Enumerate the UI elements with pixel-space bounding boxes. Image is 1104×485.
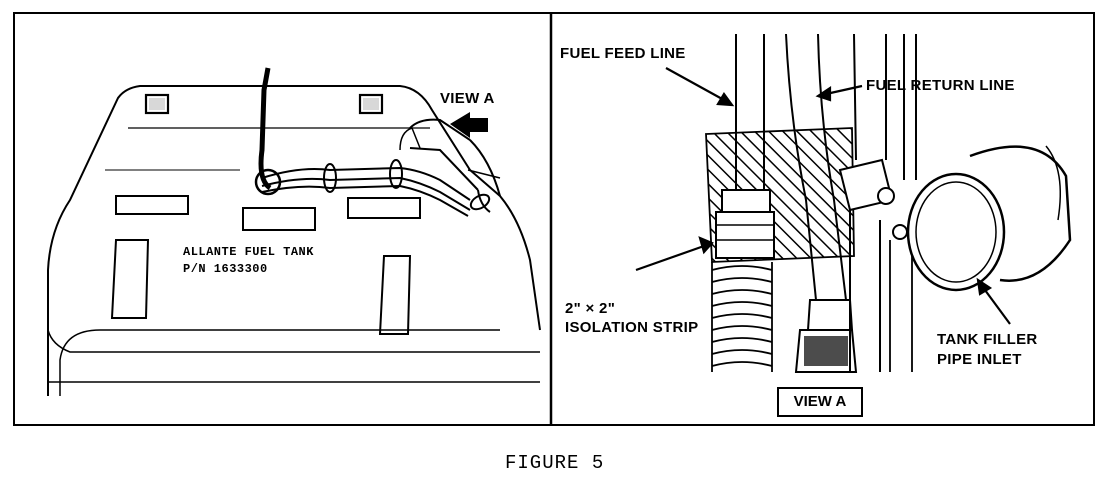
view-a-illustration (635, 33, 1072, 373)
figure-frame (13, 12, 1095, 426)
tank-filler-label: TANK FILLER (937, 331, 1038, 348)
isolation-strip-label: ISOLATION STRIP (565, 319, 699, 336)
view-a-boxed-label: VIEW A (777, 387, 863, 417)
figure-caption: FIGURE 5 (505, 452, 605, 474)
pipe-inlet-label: PIPE INLET (937, 351, 1022, 368)
isolation-strip-size-label: 2" × 2" (565, 300, 616, 317)
tank-text-line2: P/N 1633300 (183, 262, 268, 276)
fuel-return-line-label: FUEL RETURN LINE (866, 77, 1015, 94)
view-a-label: VIEW A (440, 90, 495, 107)
fuel-feed-line-label: FUEL FEED LINE (560, 45, 686, 62)
fuel-tank-illustration (47, 67, 541, 396)
view-a-arrow (450, 112, 488, 138)
tank-text-line1: ALLANTE FUEL TANK (183, 245, 314, 259)
